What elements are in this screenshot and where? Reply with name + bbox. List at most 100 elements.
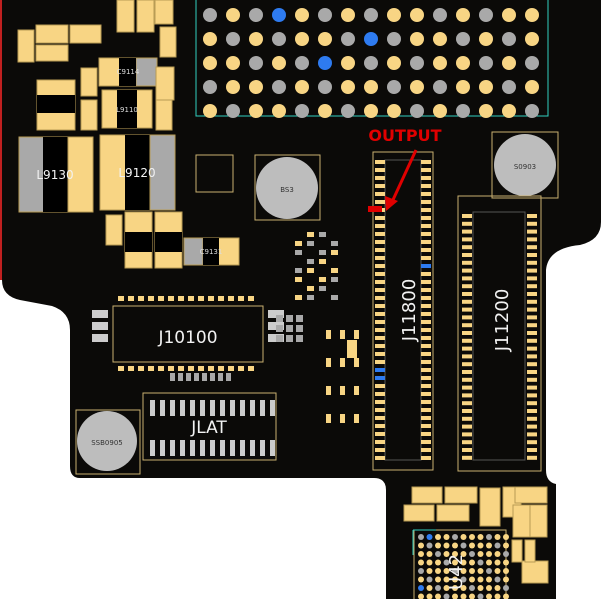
connector-pin xyxy=(250,440,255,456)
bga-ball xyxy=(418,593,424,599)
connector-pin xyxy=(462,338,472,343)
bga-ball xyxy=(486,576,492,583)
smd-pad xyxy=(307,286,314,291)
connector-pin xyxy=(462,448,472,452)
bga-ball xyxy=(479,8,493,22)
connector-pin xyxy=(375,272,385,276)
bga-ball xyxy=(486,585,492,591)
capacitor-c9114[interactable]: C9114 xyxy=(98,57,158,87)
smd-pad xyxy=(307,232,314,237)
bga-ball xyxy=(410,32,424,46)
bga-ball xyxy=(341,104,355,118)
bga-ball xyxy=(426,559,433,566)
inductor-l9110[interactable]: L9110 xyxy=(101,89,153,129)
bga-ball xyxy=(456,80,470,94)
connector-pin xyxy=(198,296,204,301)
smd-pad xyxy=(319,286,326,291)
bga-ball xyxy=(426,576,433,583)
connector-pin xyxy=(462,424,472,429)
connector-pin xyxy=(375,392,385,396)
bga-ball xyxy=(418,542,424,549)
bga-ball xyxy=(318,56,332,70)
connector-pin xyxy=(421,392,431,396)
connector-pin xyxy=(527,299,537,304)
bga-ball xyxy=(502,8,516,22)
output-label: OUTPUT xyxy=(368,126,441,145)
connector-pin xyxy=(375,240,385,244)
bga-ball xyxy=(364,8,378,22)
inductor-l9120[interactable]: L9120 xyxy=(99,134,176,211)
bga-ball xyxy=(426,593,433,599)
bga-ball xyxy=(418,534,424,540)
connector-j11800[interactable]: J11800 xyxy=(372,151,434,471)
bga-ball xyxy=(203,104,217,118)
chip-u42[interactable]: U42 xyxy=(412,529,509,599)
l9110-label: L9110 xyxy=(116,106,138,114)
smd-pad xyxy=(295,277,302,282)
bga-ball xyxy=(387,56,401,70)
connector-pin xyxy=(180,440,185,456)
connector-pin xyxy=(228,296,234,301)
bga-ball xyxy=(525,80,539,94)
connector-pin xyxy=(375,408,385,412)
smd-pad xyxy=(186,373,191,381)
connector-pin xyxy=(158,366,164,371)
bga-ball xyxy=(494,568,501,574)
connector-pin xyxy=(462,260,472,265)
connector-pin xyxy=(462,416,472,421)
smd-pad xyxy=(286,335,293,342)
capacitor-c9131[interactable]: C9131 xyxy=(183,237,240,266)
bga-ball xyxy=(433,32,447,46)
connector-pin xyxy=(421,216,431,220)
bga-ball xyxy=(226,80,240,94)
bga-ball xyxy=(435,542,441,549)
connector-pin xyxy=(375,184,385,188)
smd-pad xyxy=(331,241,338,246)
bga-ball xyxy=(318,104,332,118)
connector-pin xyxy=(375,312,385,316)
bga-ball xyxy=(486,534,492,540)
connector-pin xyxy=(421,296,431,300)
connector-pin xyxy=(230,400,235,416)
connector-pin xyxy=(92,310,108,318)
connector-pin xyxy=(462,370,472,374)
c9114-label: C9114 xyxy=(117,68,140,76)
bga-ball xyxy=(460,585,467,591)
bga-ball xyxy=(486,542,492,549)
smd-pad xyxy=(319,250,326,255)
bga-ball xyxy=(477,559,484,566)
bga-ball xyxy=(469,593,475,599)
bga-ball xyxy=(479,80,493,94)
test-point-s0903[interactable]: S0903 xyxy=(491,131,559,199)
inductor-l9130[interactable]: L9130 xyxy=(18,136,94,213)
smd-pad xyxy=(296,315,303,322)
connector-pin xyxy=(462,237,472,242)
connector-pin xyxy=(527,338,537,343)
connector-pin xyxy=(375,344,385,348)
l9130-label: L9130 xyxy=(36,168,73,182)
bga-ball xyxy=(525,8,539,22)
bga-ball xyxy=(418,551,424,557)
connector-pin xyxy=(462,409,472,413)
connector-pin xyxy=(462,315,472,320)
bga-ball xyxy=(452,593,458,599)
connector-pin xyxy=(421,432,431,436)
bga-ball xyxy=(494,585,501,591)
connector-pin xyxy=(218,366,224,371)
connector-j11200[interactable]: J11200 xyxy=(457,195,542,472)
bga-ball xyxy=(418,568,424,574)
bga-ball xyxy=(364,80,378,94)
smd-pad xyxy=(340,330,345,339)
smd-component xyxy=(511,539,523,563)
test-point-bs3[interactable]: BS3 xyxy=(254,154,321,221)
connector-pin xyxy=(148,296,154,301)
bga-ball xyxy=(443,568,450,574)
connector-pin xyxy=(421,288,431,292)
connector-pin xyxy=(421,176,431,180)
connector-pin xyxy=(421,424,431,428)
test-point-ssb0905[interactable]: SSB0905 xyxy=(75,409,141,475)
connector-jlat[interactable]: JLAT xyxy=(142,392,277,461)
bga-ball xyxy=(460,568,467,574)
bga-ball xyxy=(460,559,467,566)
